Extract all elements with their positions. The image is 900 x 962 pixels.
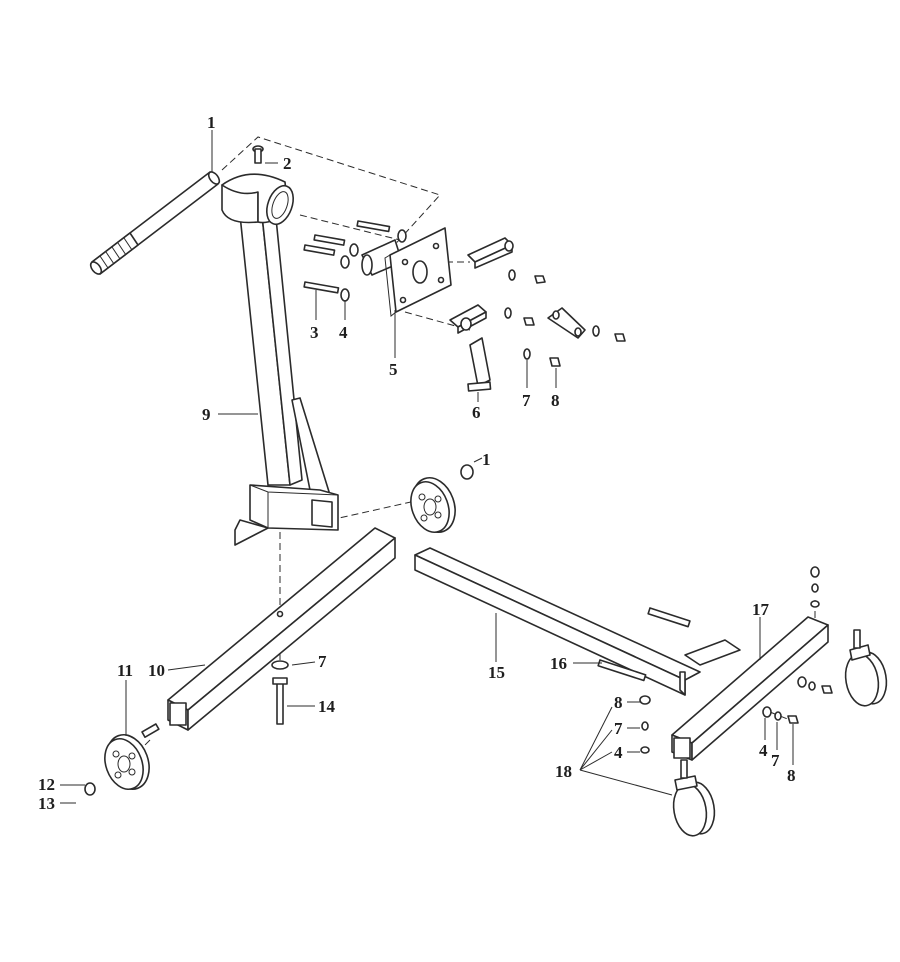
callout-4-washer: 4	[339, 323, 348, 342]
pin-part	[252, 145, 264, 164]
front-leg	[167, 527, 396, 731]
upper-nuts-washers	[504, 269, 626, 367]
callout-17-crossbar: 17	[752, 600, 770, 619]
bottom-caster	[639, 695, 716, 837]
callout-18-caster: 18	[555, 762, 572, 781]
callout-12-washer: 12	[38, 775, 55, 794]
center-wheel	[410, 464, 474, 533]
rear-crossbar	[671, 616, 829, 761]
callout-11-wheel: 11	[117, 661, 133, 680]
callout-14-bolt: 14	[318, 697, 336, 716]
callout-13-pin: 13	[38, 794, 55, 813]
callout-7-caster-washer: 7	[614, 719, 623, 738]
callout-8-right-nut: 8	[787, 766, 796, 785]
callout-15-beam: 15	[488, 663, 505, 682]
callout-9-post: 9	[202, 405, 211, 424]
callout-3-bolt: 3	[310, 323, 319, 342]
upright-post	[221, 173, 339, 546]
callout-8-nut: 8	[551, 391, 560, 410]
mounting-plate	[361, 227, 452, 317]
callout-2-pin: 2	[283, 154, 292, 173]
callout-10-leg: 10	[148, 661, 165, 680]
callout-16-bolt: 16	[550, 654, 567, 673]
callout-4-right-washer: 4	[759, 741, 768, 760]
callout-leaders	[60, 130, 794, 804]
callout-7-lockwasher: 7	[522, 391, 531, 410]
arm-parts	[449, 237, 586, 392]
right-fasteners	[762, 706, 799, 724]
left-wheel	[84, 723, 160, 796]
beam-bolts	[271, 607, 691, 725]
callout-8-caster-nut: 8	[614, 693, 623, 712]
callout-5-plate: 5	[389, 360, 398, 379]
main-beam	[414, 547, 741, 696]
callout-7-leg: 7	[318, 652, 327, 671]
right-caster	[797, 566, 888, 707]
callout-labels: 1 2 3 4 5 6 7 8 9 1 10 7 11 12 13 14 15 …	[38, 113, 796, 813]
callout-7-right-lockwasher: 7	[771, 751, 780, 770]
callout-4-caster-washer: 4	[614, 743, 623, 762]
callout-1-wheel-washer: 1	[482, 450, 491, 469]
callout-6-arm: 6	[472, 403, 481, 422]
callout-1-handle: 1	[207, 113, 216, 132]
handle-part	[89, 171, 221, 275]
